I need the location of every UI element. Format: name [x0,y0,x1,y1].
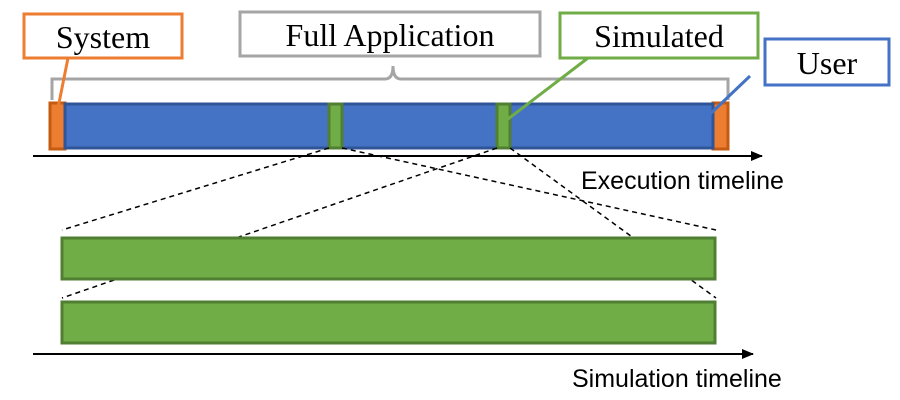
user-box [763,37,891,87]
zoom-line-1-left [61,147,330,231]
system-label: System [56,19,150,55]
execution-timeline-label: Execution timeline [581,167,784,195]
full-application-label: Full Application [286,17,495,53]
simulation-bar-2 [60,300,717,345]
simulated-label: Simulated [594,18,724,54]
simulated-box [558,11,760,60]
zoom-line-2-left [61,147,498,299]
user-label: User [797,45,858,81]
user-segment-3 [508,102,715,150]
zoom-line-1-right [341,147,717,231]
user-segment-1 [63,102,331,150]
simulated-slice-2 [495,102,512,150]
simulation-bar-1 [60,236,717,281]
simulation-timeline-label: Simulation timeline [572,365,782,393]
system-box [22,12,184,60]
full-application-bracket [50,65,730,100]
user-callout-line [704,74,752,120]
zoom-line-2-right [509,147,717,299]
system-callout-line [54,57,70,119]
simulated-callout-line [503,56,589,124]
user-segment-2 [340,102,499,150]
full-application-box [238,10,542,58]
simulated-slice-1 [327,102,344,150]
